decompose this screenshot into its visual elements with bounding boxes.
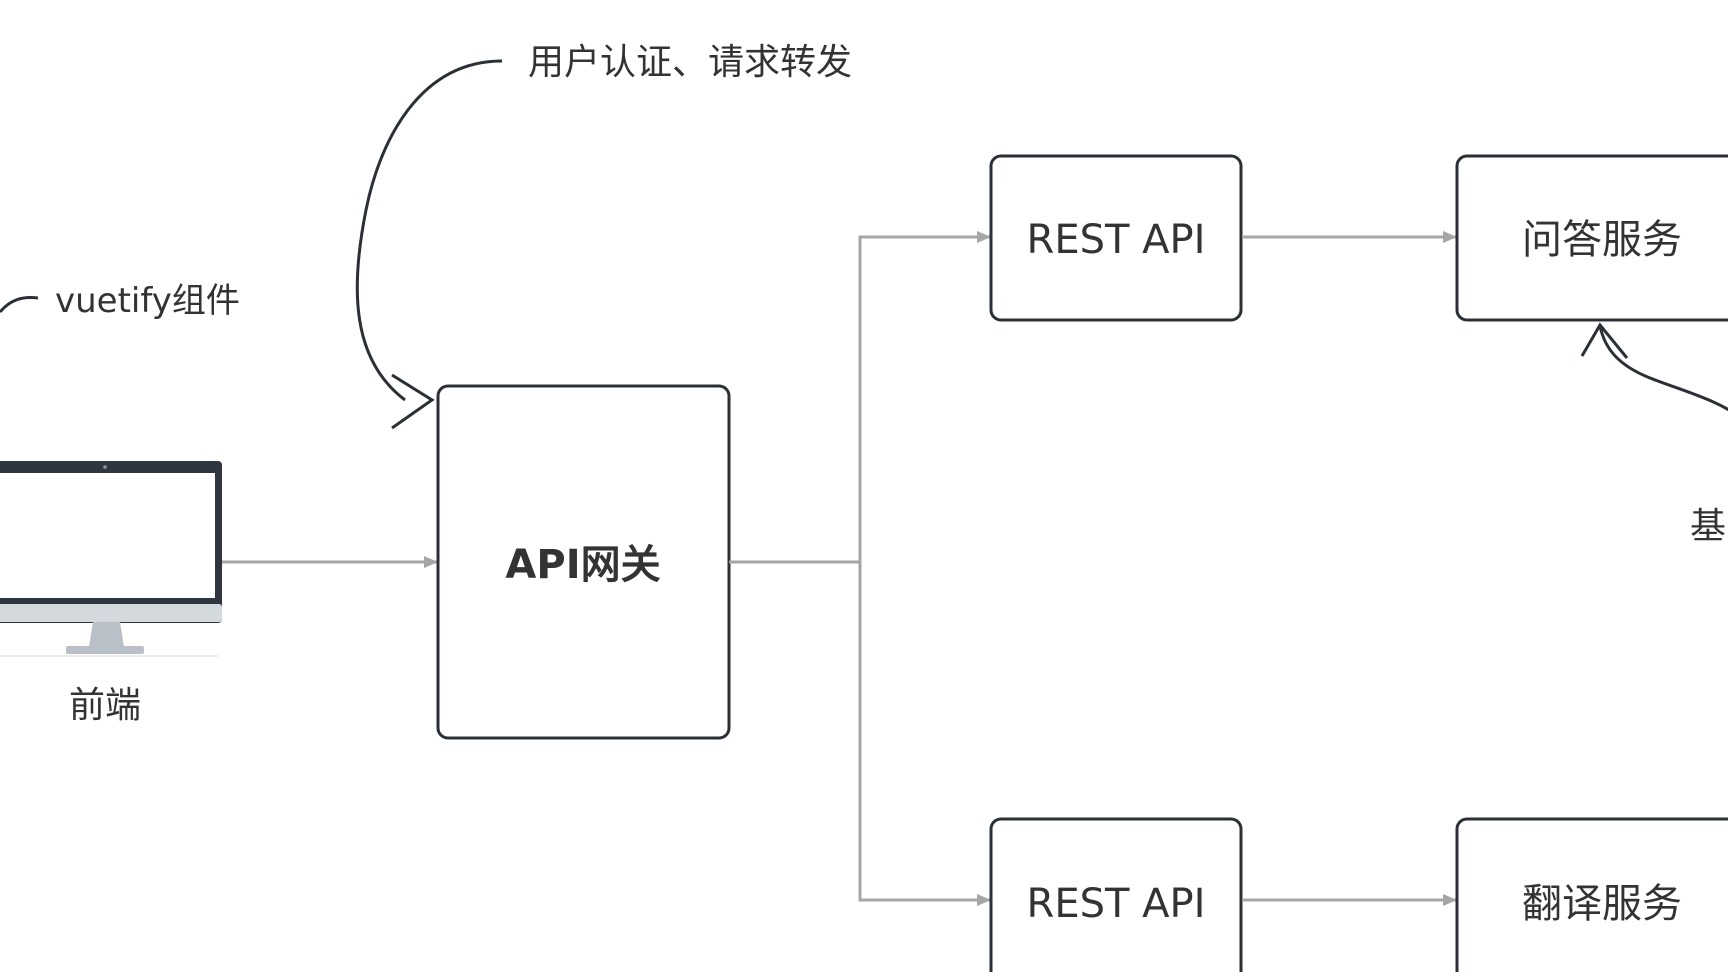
rest-api-top-label: REST API — [1027, 217, 1206, 263]
rest-api-bottom-node: REST API — [989, 817, 1243, 972]
vuetify-annotation-curve — [0, 296, 39, 313]
monitor-icon — [0, 461, 222, 657]
gateway-note-arrowhead — [391, 373, 435, 430]
rest-api-bottom-label: REST API — [1027, 881, 1206, 927]
frontend-label: 前端 — [69, 685, 141, 726]
qa-note-arrowhead — [1580, 322, 1629, 359]
gateway-note-curve — [355, 59, 503, 402]
qa-service-node: 问答服务 — [1455, 154, 1728, 322]
translate-service-label: 翻译服务 — [1522, 881, 1682, 927]
qa-note: 基于 — [1690, 506, 1728, 547]
rest-api-top-node: REST API — [989, 154, 1243, 322]
api-gateway-node: API网关 — [436, 384, 731, 740]
gateway-note: 用户认证、请求转发 — [528, 42, 852, 83]
translate-service-node: 翻译服务 — [1455, 817, 1728, 972]
gateway-to-rest-bottom-connector — [858, 562, 991, 906]
qa-note-curve — [1598, 325, 1728, 412]
vuetify-annotation: vuetify组件 — [55, 281, 240, 321]
api-gateway-label: API网关 — [505, 542, 660, 588]
gateway-to-rest-connector — [729, 231, 991, 564]
qa-service-label: 问答服务 — [1522, 217, 1682, 263]
